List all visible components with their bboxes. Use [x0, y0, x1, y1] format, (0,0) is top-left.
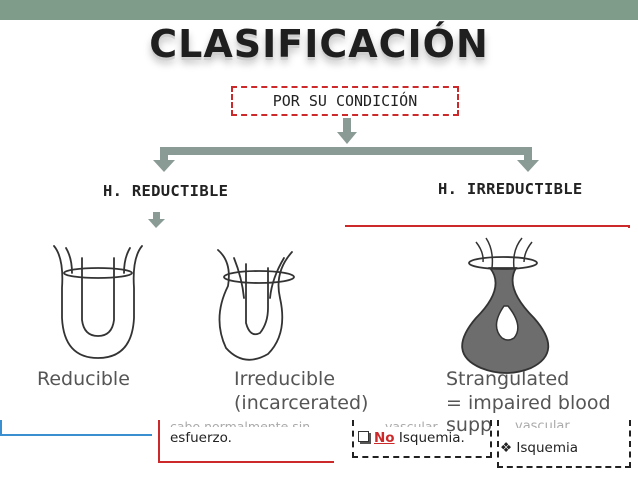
hernia-illustrations [53, 237, 550, 374]
connector-bar [160, 147, 532, 155]
page-title: CLASIFICACIÓN [149, 22, 489, 66]
top-arrow-stem [343, 118, 351, 132]
ischemia-text: Isquemia. [394, 430, 465, 446]
diamond-bullet-icon: ❖ [500, 440, 513, 456]
lower-arrowhead [148, 219, 165, 228]
reducible-drawing [53, 245, 143, 359]
reducible-label: H. REDUCTIBLE [103, 182, 229, 200]
top-bar [0, 0, 638, 20]
left-arrowhead [153, 160, 175, 172]
top-arrowhead [337, 132, 357, 144]
caption-incarcerated: (incarcerated) [234, 392, 369, 414]
irreducible-drawing [217, 249, 295, 361]
ischemia-row: ❖ Isquemia [500, 440, 578, 456]
caption-strangulated: Strangulated [446, 368, 570, 390]
hernia-illustration-panel: Reducible Irreducible (incarcerated) Str… [36, 228, 638, 436]
lower-arrow-stem [153, 212, 160, 220]
irreducible-label: H. IRREDUCTIBLE [438, 180, 583, 198]
no-ischemia-row: No Isquemia. [358, 430, 465, 446]
condition-label: POR SU CONDICIÓN [272, 92, 418, 110]
incarcerated-description-box [352, 420, 492, 458]
right-arrowhead [517, 160, 539, 172]
incarcerated-description-clipped: vascular [385, 419, 438, 427]
ischemia-label: Isquemia [516, 440, 579, 456]
caption-irreducible: Irreducible [234, 368, 336, 390]
reducible-description-clipped: cabo normalmente sin [170, 419, 311, 427]
strangulated-drawing [461, 237, 550, 374]
right-arrow-stem [524, 147, 532, 162]
checkbox-square-icon [358, 431, 369, 442]
strangulated-description-box [497, 420, 631, 468]
caption-impaired-blood: = impaired blood supp [446, 392, 611, 436]
blue-box-edge [0, 420, 152, 436]
caption-reducible: Reducible [37, 368, 130, 390]
strangulated-description-clipped: vascular [515, 419, 570, 428]
reducible-description-box [158, 420, 334, 463]
condition-box [231, 86, 459, 116]
left-arrow-stem [160, 147, 168, 162]
reducible-description-text: esfuerzo. [170, 430, 232, 446]
no-text: No [374, 430, 395, 446]
